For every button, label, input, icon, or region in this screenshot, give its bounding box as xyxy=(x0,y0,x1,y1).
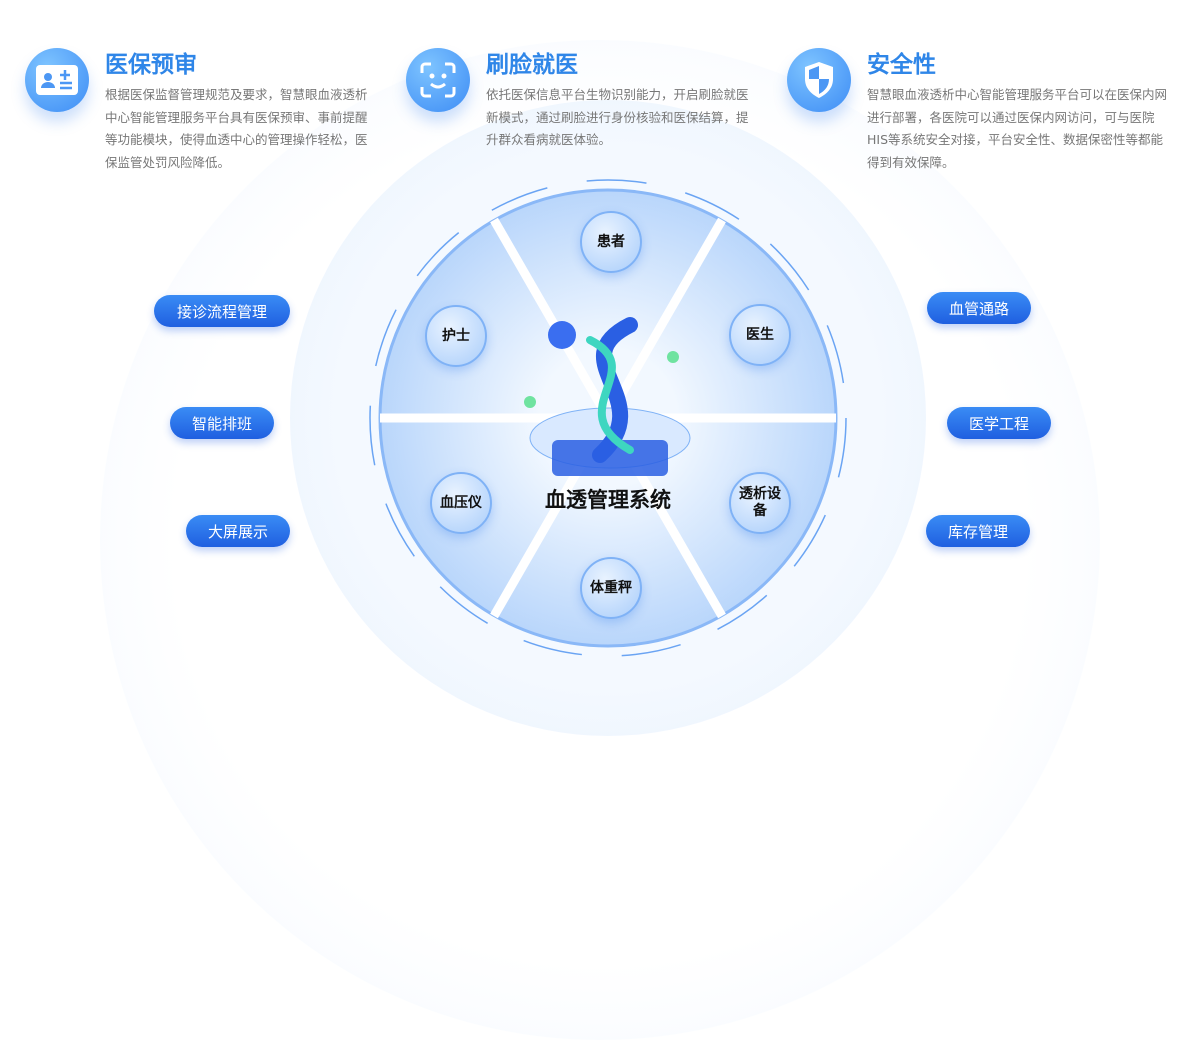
module-scheduling[interactable]: 智能排班 xyxy=(170,407,274,439)
feature-security: 安全性智慧眼血液透析中心智能管理服务平台可以在医保内网进行部署，各医院可以通过医… xyxy=(787,48,1169,174)
feature-desc: 智慧眼血液透析中心智能管理服务平台可以在医保内网进行部署，各医院可以通过医保内网… xyxy=(867,87,1168,170)
node-doctor[interactable]: 医生 xyxy=(729,304,791,366)
module-big-screen[interactable]: 大屏展示 xyxy=(186,515,290,547)
node-nurse[interactable]: 护士 xyxy=(425,305,487,367)
feature-title: 医保预审 xyxy=(105,52,197,78)
node-dialysis-equipment[interactable]: 透析设备 xyxy=(729,472,791,534)
feature-desc: 根据医保监督管理规范及要求，智慧眼血液透析中心智能管理服务平台具有医保预审、事前… xyxy=(105,87,368,170)
node-patient[interactable]: 患者 xyxy=(580,211,642,273)
module-medical-engineering[interactable]: 医学工程 xyxy=(947,407,1051,439)
feature-insurance-review: 医保预审根据医保监督管理规范及要求，智慧眼血液透析中心智能管理服务平台具有医保预… xyxy=(25,48,377,174)
center-title: 血透管理系统 xyxy=(545,488,671,512)
module-reception-flow[interactable]: 接诊流程管理 xyxy=(154,295,290,327)
module-inventory[interactable]: 库存管理 xyxy=(926,515,1030,547)
face-scan-icon xyxy=(406,48,470,112)
node-blood-pressure[interactable]: 血压仪 xyxy=(430,472,492,534)
feature-face-recognition: 刷脸就医依托医保信息平台生物识别能力，开启刷脸就医新模式，通过刷脸进行身份核验和… xyxy=(406,48,758,152)
dna-illustration xyxy=(524,317,691,476)
feature-title: 安全性 xyxy=(867,52,936,78)
center-wheel xyxy=(369,179,847,657)
id-card-icon xyxy=(25,48,89,112)
node-scale[interactable]: 体重秤 xyxy=(580,557,642,619)
shield-icon xyxy=(787,48,851,112)
module-vascular-access[interactable]: 血管通路 xyxy=(927,292,1031,324)
feature-desc: 依托医保信息平台生物识别能力，开启刷脸就医新模式，通过刷脸进行身份核验和医保结算… xyxy=(486,87,749,147)
feature-title: 刷脸就医 xyxy=(486,52,578,78)
